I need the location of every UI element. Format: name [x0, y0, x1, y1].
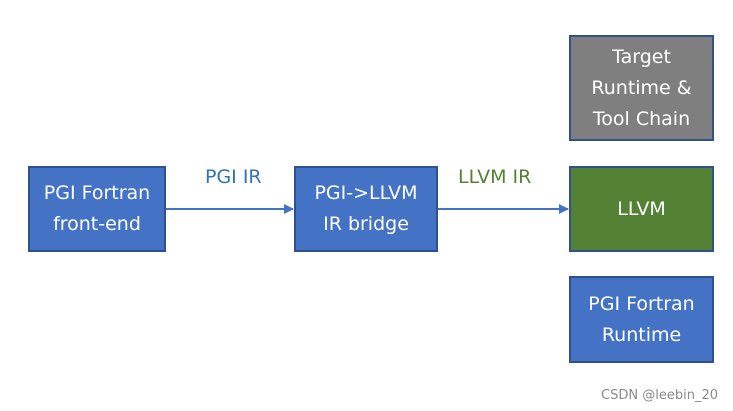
node-label-line: Runtime: [601, 323, 682, 346]
node-label-line: front-end: [53, 213, 141, 235]
node-label-line: PGI Fortran: [588, 292, 695, 315]
edge-label-llvm-ir: LLVM IR: [458, 166, 532, 188]
node-label-line: LLVM: [617, 197, 666, 220]
edge-label-pgi-ir: PGI IR: [205, 166, 262, 188]
node-llvm: LLVM: [569, 166, 714, 252]
node-label-line: Target: [612, 45, 671, 68]
node-label-line: IR bridge: [323, 213, 409, 235]
node-label-line: PGI Fortran: [43, 182, 151, 204]
node-label-line: Runtime &: [591, 76, 692, 99]
node-label-line: PGI->LLVM: [314, 182, 418, 204]
node-label-line: Tool Chain: [592, 107, 691, 130]
node-pgi-fortran-runtime: PGI Fortran Runtime: [569, 276, 714, 363]
node-pgi-llvm-ir-bridge: PGI->LLVM IR bridge: [294, 166, 438, 252]
node-target-runtime-tool-chain: Target Runtime & Tool Chain: [569, 35, 714, 141]
watermark: CSDN @leebin_20: [601, 388, 718, 403]
node-pgi-fortran-front-end: PGI Fortran front-end: [28, 166, 166, 252]
